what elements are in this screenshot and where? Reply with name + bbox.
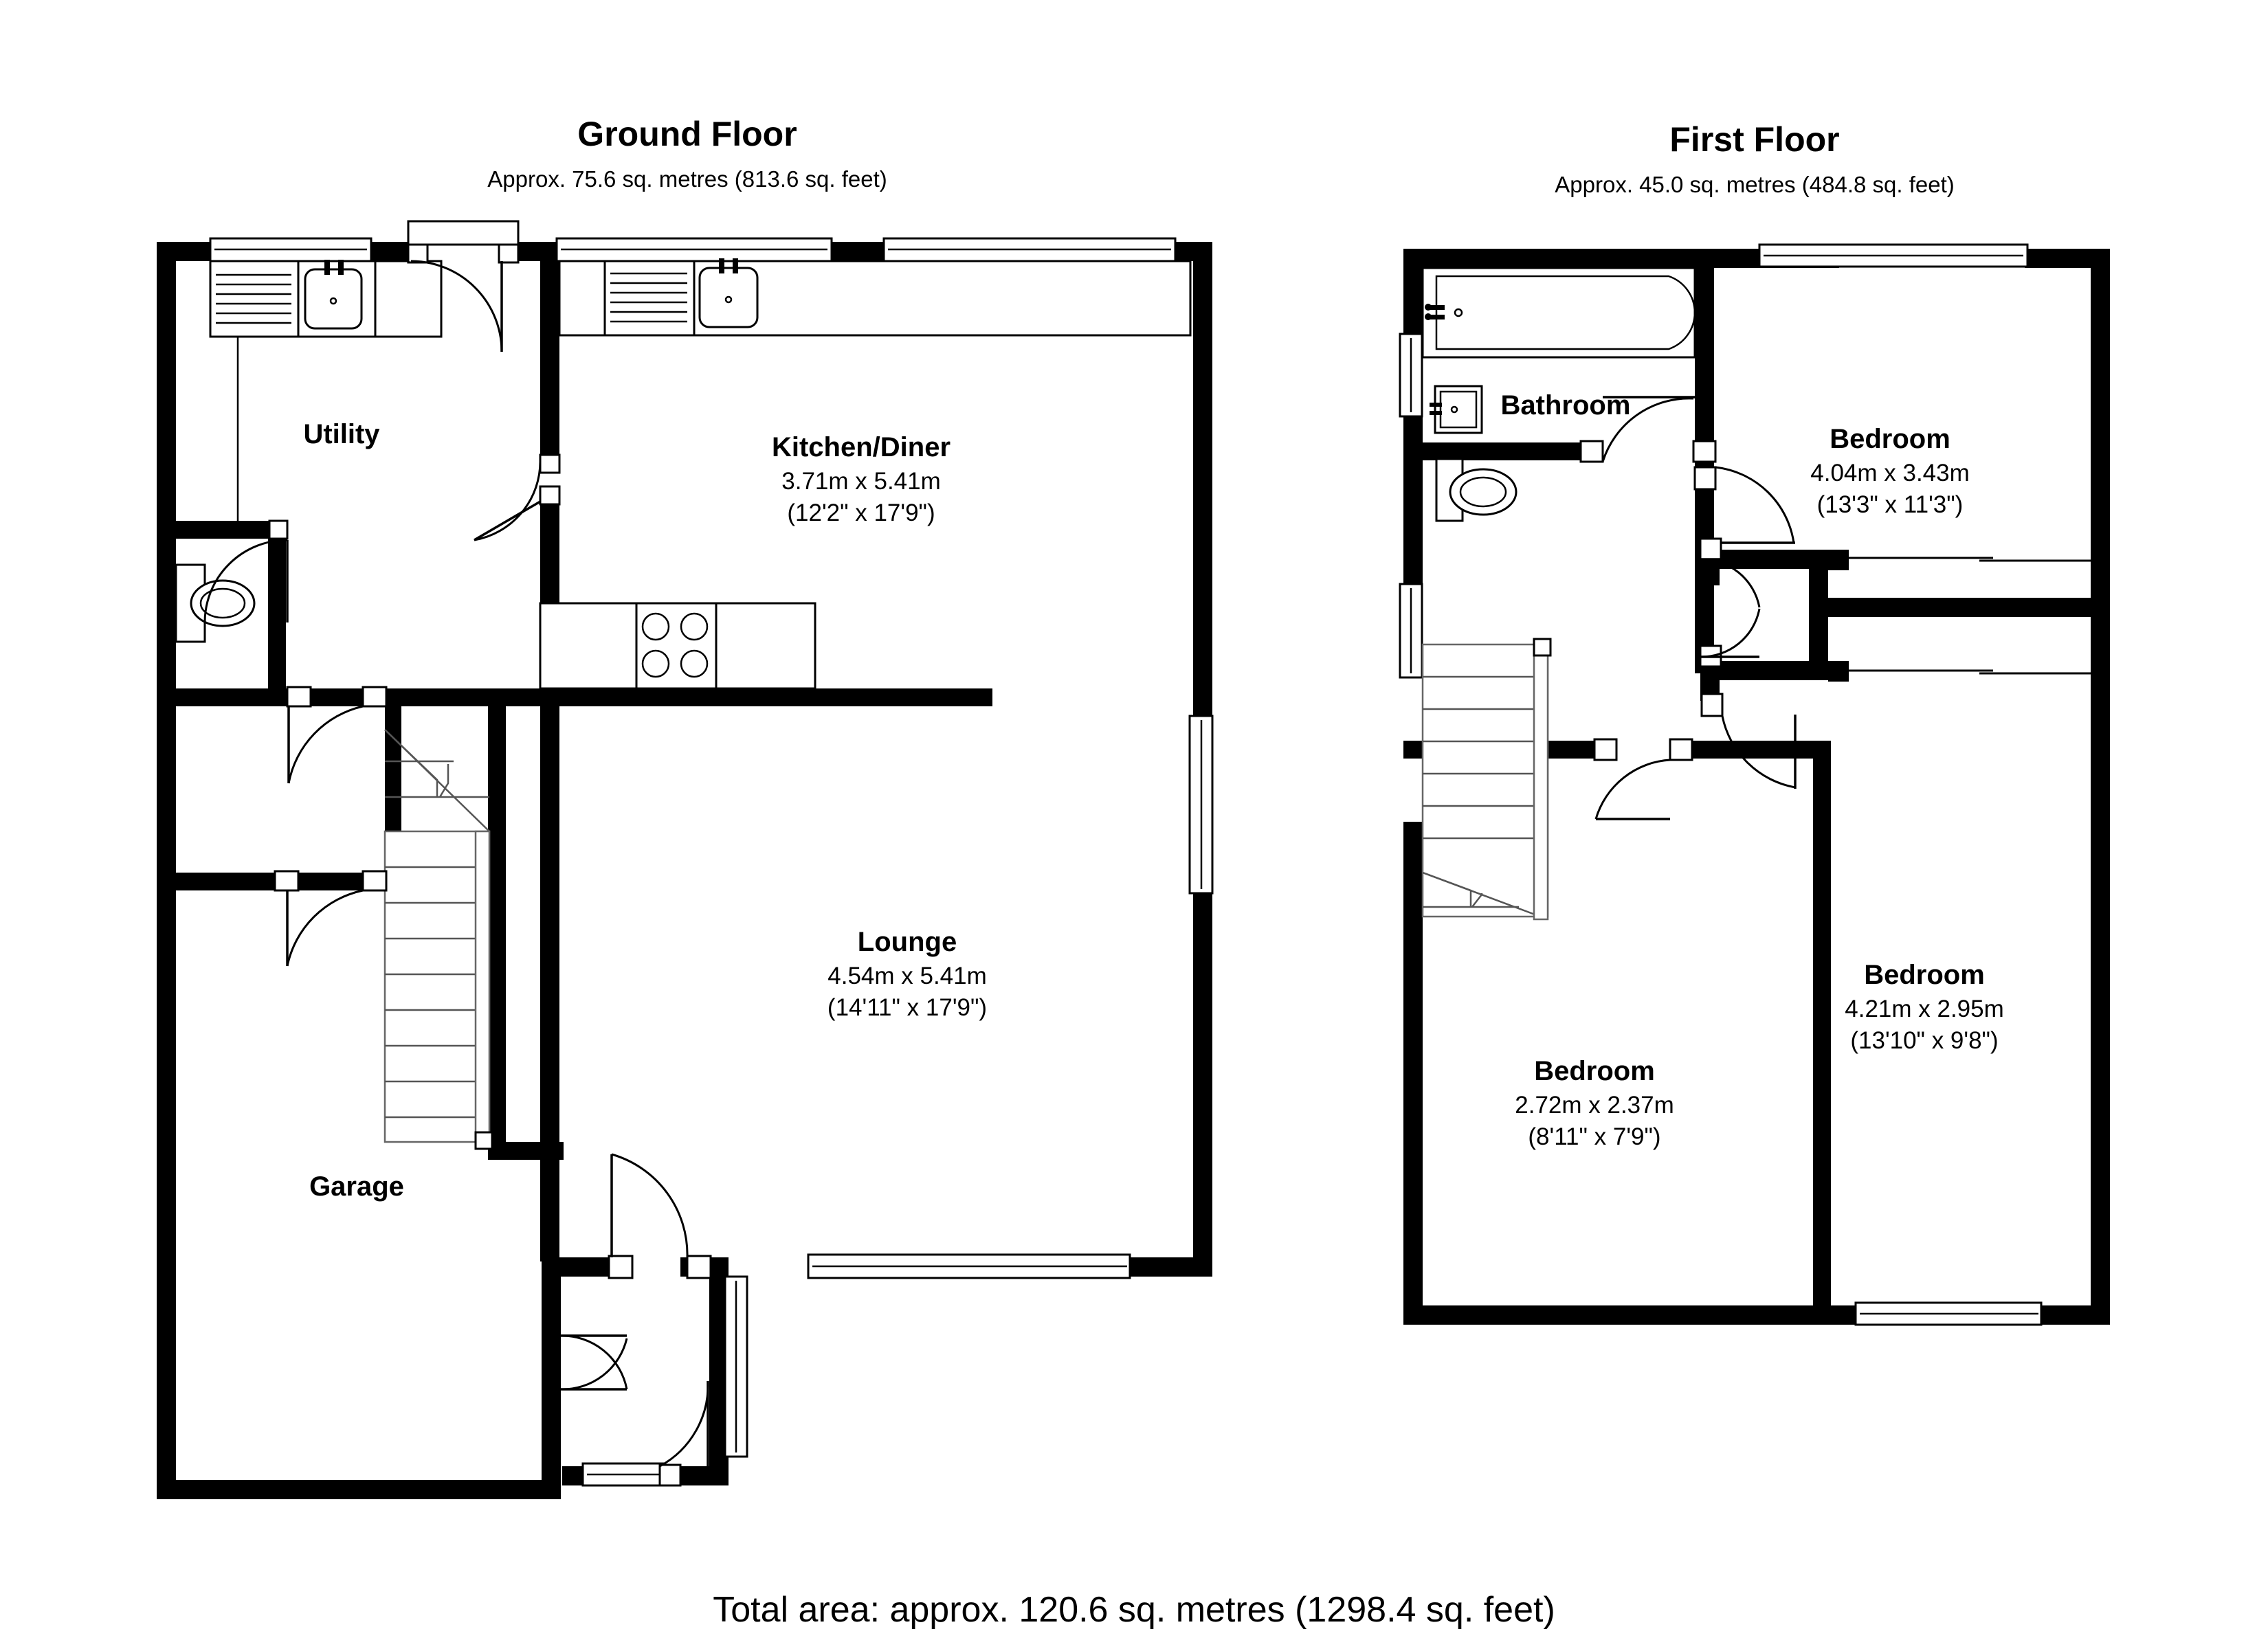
room-dim-kitchen-metric: 3.71m x 5.41m	[781, 468, 941, 495]
ground-floor-windows	[209, 237, 1214, 1487]
kitchen-sink-unit	[558, 258, 1192, 337]
ground-floor-room-labels: Utility Kitchen/Diner 3.71m x 5.41m (12'…	[303, 419, 987, 1202]
ground-floor-staircase	[383, 729, 493, 1150]
ground-floor-plan: Utility Kitchen/Diner 3.71m x 5.41m (12'…	[157, 220, 1214, 1499]
room-label-bedroom-main: Bedroom	[1830, 424, 1950, 454]
bathroom-fixtures	[1421, 267, 1696, 522]
first-floor-walls	[1403, 249, 2110, 1325]
first-floor-title: First Floor	[1669, 120, 1839, 159]
first-floor-recess-lines	[1849, 557, 2091, 675]
ground-floor-internal-walls	[176, 242, 992, 1261]
first-floor-area: Approx. 45.0 sq. metres (484.8 sq. feet)	[1555, 172, 1954, 197]
room-dim-bedroom-main-imperial: (13'3" x 11'3")	[1817, 491, 1964, 518]
room-dim-bedroom-second-metric: 4.21m x 2.95m	[1845, 996, 2004, 1022]
first-floor-internal-walls	[1403, 249, 2110, 1325]
ground-floor-area: Approx. 75.6 sq. metres (813.6 sq. feet)	[487, 166, 887, 192]
ground-floor-doors	[203, 220, 712, 1487]
utility-sink-unit	[209, 260, 443, 524]
room-dim-bedroom-third-metric: 2.72m x 2.37m	[1515, 1092, 1674, 1119]
first-floor-doors	[1579, 396, 1797, 820]
room-dim-kitchen-imperial: (12'2" x 17'9")	[787, 500, 935, 526]
room-label-bedroom-second: Bedroom	[1864, 960, 1985, 990]
ground-floor-walls	[157, 242, 1212, 1499]
room-label-lounge: Lounge	[858, 927, 957, 957]
first-floor-windows	[1399, 243, 2043, 1326]
room-dim-lounge-imperial: (14'11" x 17'9")	[827, 994, 987, 1021]
room-label-garage: Garage	[309, 1171, 404, 1202]
room-label-kitchen-diner: Kitchen/Diner	[772, 432, 950, 462]
room-label-utility: Utility	[303, 419, 380, 449]
first-floor-plan: Bathroom Bedroom 4.04m x 3.43m (13'3" x …	[1399, 243, 2110, 1326]
first-floor-room-labels: Bathroom Bedroom 4.04m x 3.43m (13'3" x …	[1501, 390, 2004, 1150]
wc-toilet	[175, 563, 256, 643]
kitchen-hob-counter	[539, 602, 816, 690]
room-dim-bedroom-second-imperial: (13'10" x 9'8")	[1850, 1027, 1998, 1054]
room-label-bathroom: Bathroom	[1501, 390, 1631, 420]
room-label-bedroom-third: Bedroom	[1534, 1056, 1655, 1086]
room-dim-bedroom-third-imperial: (8'11" x 7'9")	[1528, 1123, 1660, 1150]
room-dim-bedroom-main-metric: 4.04m x 3.43m	[1810, 460, 1970, 486]
first-floor-staircase	[1421, 638, 1552, 921]
ground-floor-title: Ground Floor	[577, 115, 797, 153]
total-area-label: Total area: approx. 120.6 sq. metres (12…	[713, 1590, 1555, 1630]
room-dim-lounge-metric: 4.54m x 5.41m	[827, 963, 987, 989]
